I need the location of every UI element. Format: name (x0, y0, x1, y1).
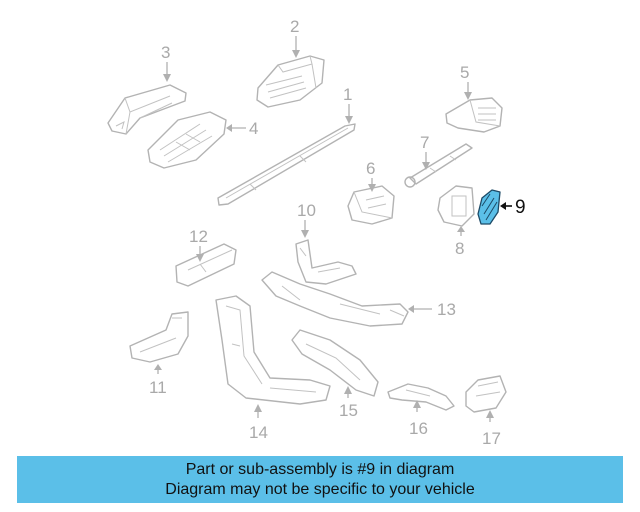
callout-13: 13 (408, 300, 456, 319)
part-6-vent-outlet (347, 185, 395, 225)
callout-10-label: 10 (297, 201, 316, 220)
callout-5-label: 5 (460, 63, 469, 82)
callout-6-label: 6 (366, 159, 375, 178)
callout-3-label: 3 (161, 43, 170, 62)
callout-2-label: 2 (290, 17, 299, 36)
callout-8: 8 (455, 226, 465, 258)
part-1-trim-strip (217, 123, 356, 206)
callout-11-label: 11 (149, 378, 167, 397)
part-12-bracket (175, 243, 237, 287)
callout-6: 6 (366, 159, 376, 192)
part-2-center-vent (256, 55, 325, 108)
callout-10: 10 (297, 201, 316, 238)
callout-3: 3 (161, 43, 171, 82)
callout-17-label: 17 (482, 429, 501, 448)
part-7-control-rod (404, 143, 473, 188)
callout-13-label: 13 (437, 300, 456, 319)
banner-line-1: Part or sub-assembly is #9 in diagram (185, 460, 455, 478)
part-11-duct-elbow (129, 311, 189, 363)
part-13-air-duct (261, 271, 409, 327)
part-5-side-vent (445, 97, 503, 133)
callout-9: 9 (500, 197, 526, 218)
callout-16-label: 16 (409, 419, 428, 438)
callout-12-label: 12 (189, 227, 208, 246)
callout-11: 11 (149, 364, 167, 397)
callout-14: 14 (249, 404, 268, 442)
callout-15-label: 15 (339, 401, 358, 420)
callout-8-label: 8 (455, 239, 464, 258)
callout-1: 1 (343, 85, 353, 124)
info-banner: Part or sub-assembly is #9 in diagram Di… (17, 456, 623, 503)
callout-15: 15 (339, 386, 358, 420)
part-14-floor-duct (215, 295, 331, 405)
part-8-outlet-housing (437, 185, 475, 227)
part-16-connector (387, 383, 455, 411)
callout-12: 12 (189, 227, 208, 262)
part-9-highlighted (477, 189, 501, 225)
callout-16: 16 (409, 400, 428, 438)
callout-17: 17 (482, 410, 501, 448)
callout-2: 2 (290, 17, 300, 58)
part-4-vent-grille (147, 111, 227, 169)
callout-1-label: 1 (343, 85, 352, 104)
callout-5: 5 (460, 63, 472, 100)
callout-7: 7 (420, 133, 430, 170)
callout-4: 4 (226, 119, 258, 138)
part-17-vent-cap (465, 375, 507, 413)
banner-line-2: Diagram may not be specific to your vehi… (165, 480, 475, 498)
part-10-duct-bracket (295, 239, 357, 285)
callout-9-label: 9 (515, 197, 526, 218)
callout-7-label: 7 (420, 133, 429, 152)
callout-14-label: 14 (249, 423, 268, 442)
part-15-rear-duct (291, 329, 379, 397)
part-3-vent-housing (107, 84, 187, 135)
callout-4-label: 4 (249, 119, 258, 138)
